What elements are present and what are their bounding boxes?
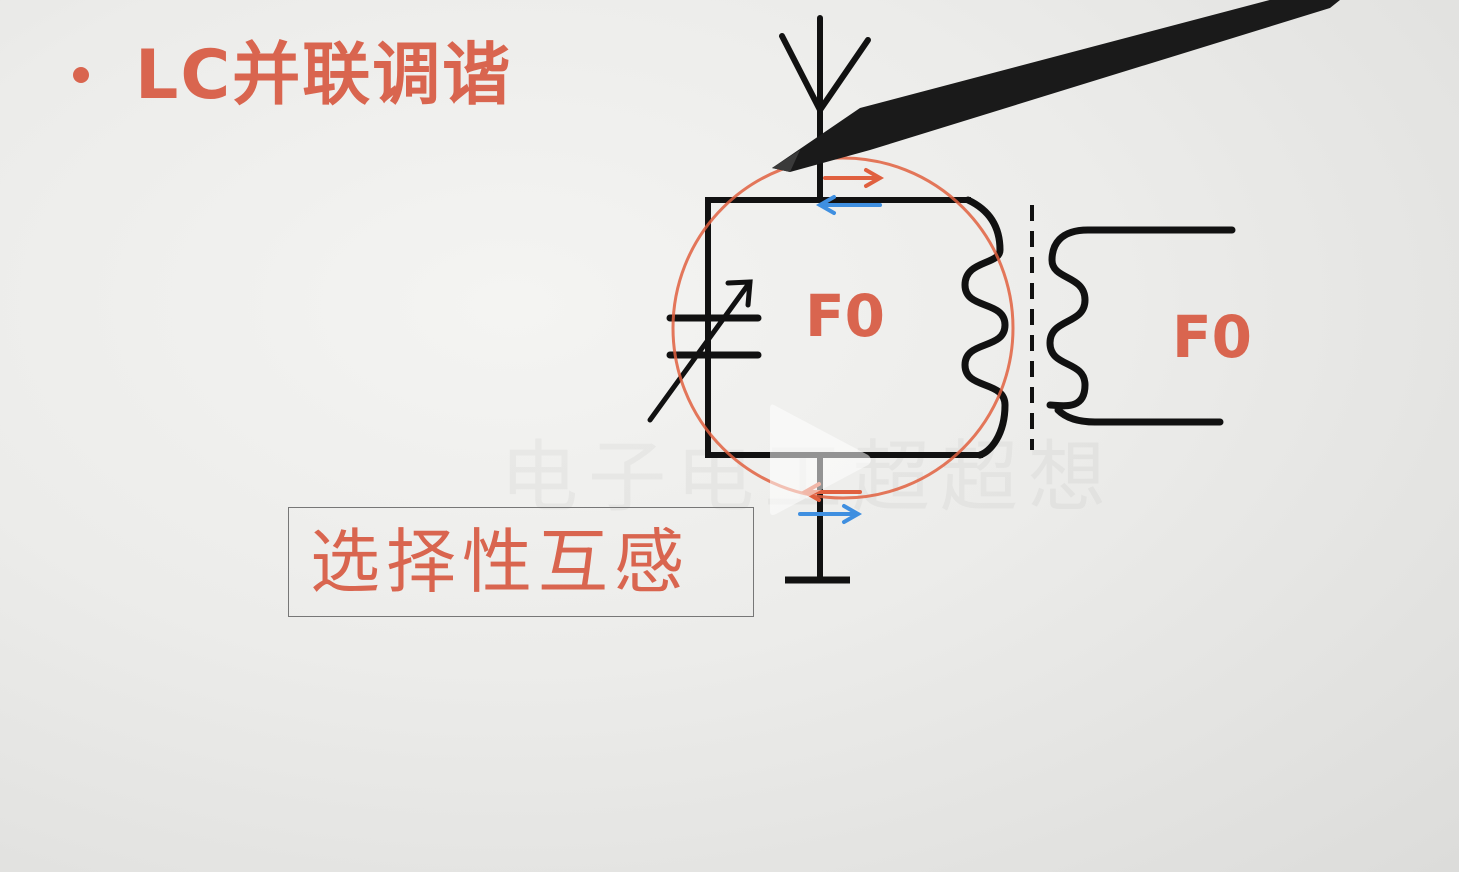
inner-frequency-label: F0 bbox=[805, 282, 885, 350]
secondary-coil-icon bbox=[1046, 226, 1236, 426]
play-button[interactable] bbox=[760, 395, 880, 525]
outer-frequency-label: F0 bbox=[1172, 303, 1252, 371]
label-text: 选择性互感 bbox=[310, 521, 690, 603]
antenna-icon bbox=[779, 15, 871, 203]
slide-heading: LC并联调谐 bbox=[135, 36, 513, 115]
highlight-circle bbox=[671, 156, 1015, 500]
variable-capacitor-icon bbox=[647, 279, 762, 423]
label-box bbox=[288, 507, 754, 617]
inductor-coil-icon bbox=[961, 196, 1009, 459]
stylus-pointer bbox=[772, 0, 1340, 172]
bullet-dot bbox=[73, 67, 89, 83]
play-icon bbox=[770, 404, 871, 515]
